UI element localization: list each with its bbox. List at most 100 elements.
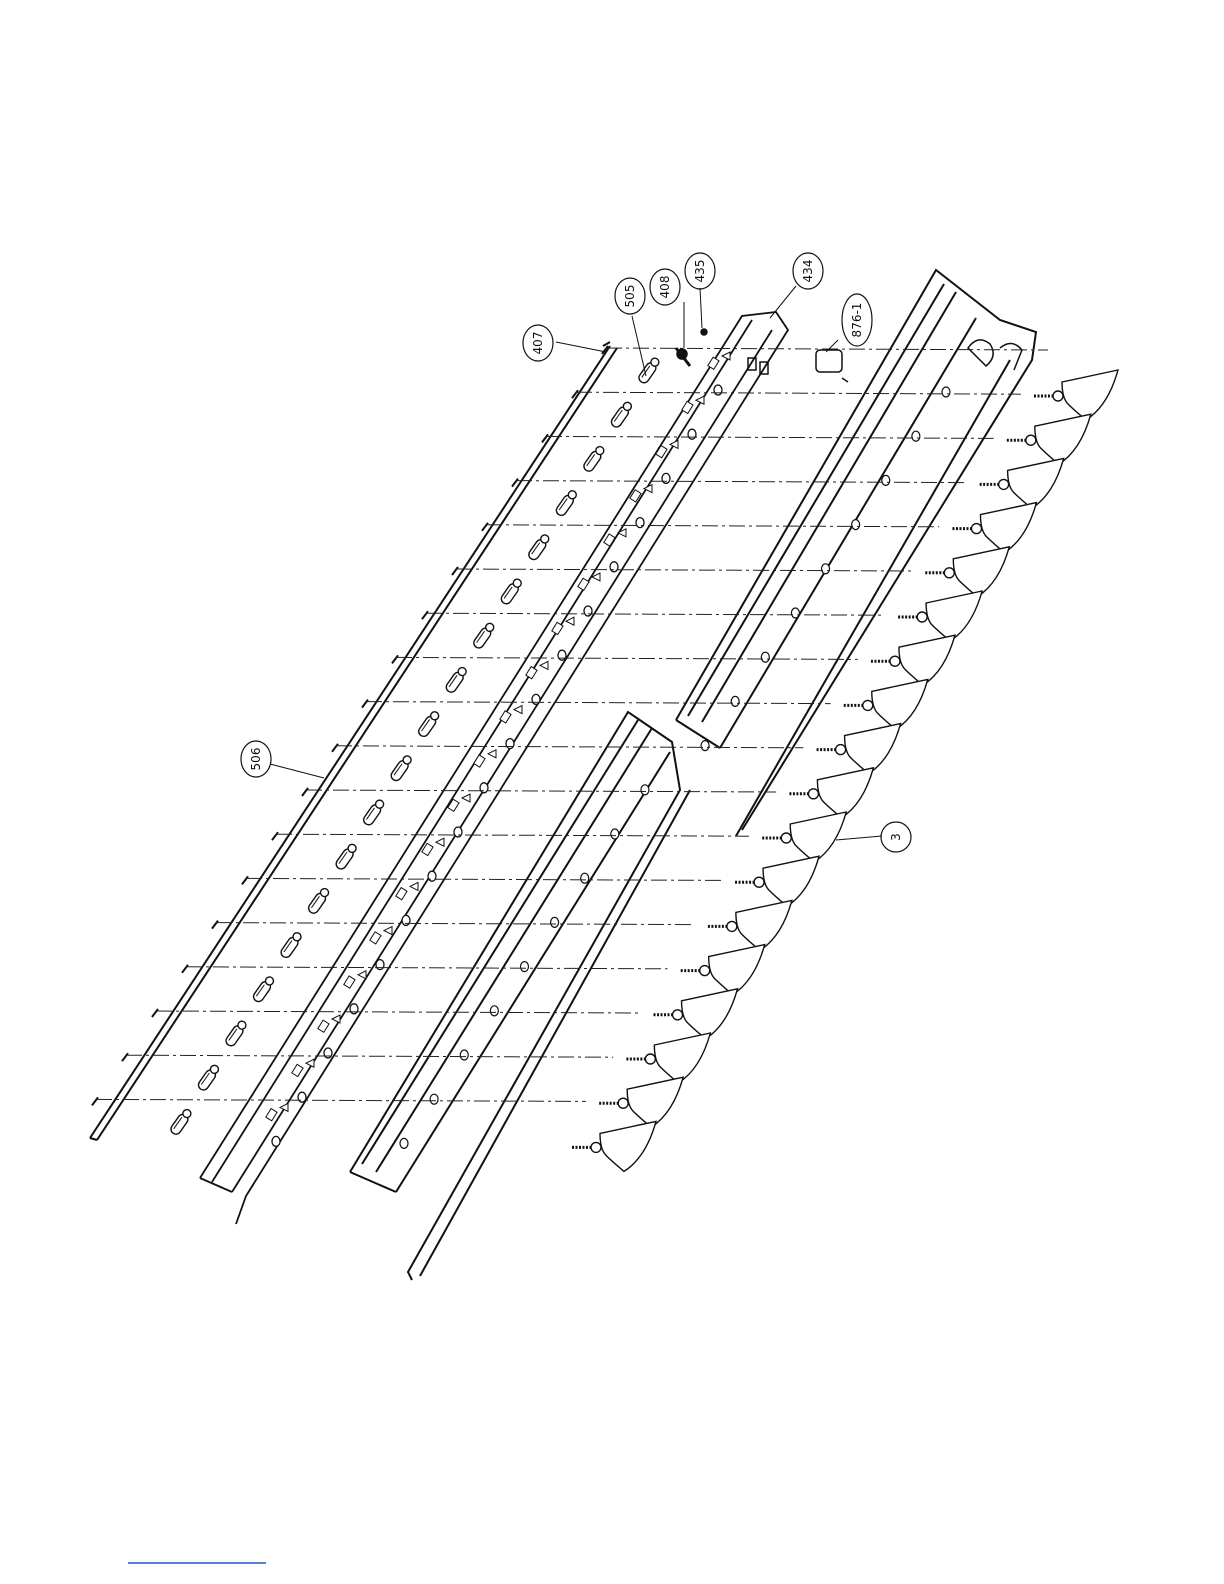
flap	[817, 724, 901, 774]
clip	[389, 754, 413, 783]
callout-876-1: 876-1	[842, 294, 872, 346]
frame-hole	[490, 1006, 498, 1016]
rail-tab	[618, 529, 626, 537]
frame-hole	[581, 873, 589, 883]
rail-tab	[514, 706, 522, 714]
callout-435-label: 435	[693, 260, 707, 283]
strip-tab	[482, 523, 488, 531]
flap	[980, 458, 1064, 508]
channel-rail	[200, 312, 788, 1224]
clip	[307, 886, 331, 915]
clip	[609, 400, 633, 429]
dash-line	[126, 1055, 613, 1057]
callout-408-label: 408	[658, 276, 672, 299]
frame-hole	[791, 608, 799, 618]
dash-line	[336, 746, 803, 748]
frame-hole	[430, 1094, 438, 1104]
callout-3-label: 3	[889, 833, 903, 841]
rail-hole	[714, 385, 722, 395]
callout-505-label: 505	[623, 285, 637, 308]
frame-hole	[611, 829, 619, 839]
rail-slot	[578, 578, 589, 590]
rail-hole	[506, 739, 514, 749]
strip-tab	[302, 788, 308, 796]
flap	[708, 900, 792, 950]
clip	[499, 577, 523, 606]
rail-tab	[384, 927, 392, 935]
dash-line	[486, 525, 939, 527]
dash-line	[396, 657, 858, 659]
flap	[626, 1033, 710, 1083]
frame-hole	[551, 917, 559, 927]
lower-frame	[350, 712, 690, 1280]
flap	[681, 945, 765, 995]
callout-435: 435	[685, 253, 715, 289]
dash-lines	[96, 348, 1048, 1101]
strip-tab	[512, 479, 518, 487]
clips	[169, 356, 661, 1136]
rail-hole	[428, 871, 436, 881]
flap	[844, 679, 928, 729]
rail-slot	[292, 1064, 303, 1076]
frame-hole	[731, 696, 739, 706]
flap	[871, 635, 955, 685]
flap	[1007, 414, 1091, 464]
rail-hole	[610, 562, 618, 572]
frame-hole	[852, 520, 860, 530]
dash-line	[216, 923, 695, 925]
flap	[952, 503, 1036, 553]
dash-line	[186, 967, 668, 969]
rail-slot	[396, 888, 407, 900]
clip	[554, 489, 578, 518]
rail-tab	[540, 661, 548, 669]
rail-tab	[722, 352, 730, 360]
strip-tab	[182, 965, 188, 973]
dash-line	[246, 878, 722, 880]
rail-slot	[370, 932, 381, 944]
frame-hole	[822, 564, 830, 574]
rail-slot	[448, 799, 459, 811]
frame-hole	[912, 431, 920, 441]
callout-408: 408	[650, 269, 680, 305]
strip-tab	[122, 1053, 128, 1061]
rail-slot	[604, 534, 615, 546]
clip	[362, 798, 386, 827]
dash-line	[366, 702, 831, 704]
flap	[1034, 370, 1118, 420]
frame-hole	[460, 1050, 468, 1060]
flaps	[572, 370, 1118, 1171]
dash-line	[276, 834, 749, 836]
callout-3: 3	[881, 822, 911, 852]
callout-506-label: 506	[249, 748, 263, 771]
callout-434-label: 434	[801, 260, 815, 283]
clip	[224, 1019, 248, 1048]
frame-hole	[761, 652, 769, 662]
rail-hole	[636, 518, 644, 528]
rail-slot	[682, 401, 693, 413]
rail-tab	[462, 794, 470, 802]
rail-slot	[474, 755, 485, 767]
clip	[582, 444, 606, 473]
strip-tab	[452, 567, 458, 575]
rail-hole	[662, 473, 670, 483]
rail-tab	[566, 617, 574, 625]
flap	[898, 591, 982, 641]
strip-tab	[332, 744, 338, 752]
rail-slot	[266, 1109, 277, 1121]
callout-434: 434	[793, 253, 823, 289]
dash-line	[576, 392, 1021, 394]
callout-leaders	[270, 286, 882, 840]
flap	[735, 856, 819, 906]
dash-line	[306, 790, 776, 792]
strip-tab	[362, 700, 368, 708]
dash-line	[96, 1099, 586, 1101]
rail-tab	[670, 440, 678, 448]
clip	[417, 710, 441, 739]
clip	[444, 665, 468, 694]
rail-hole	[454, 827, 462, 837]
flap	[572, 1121, 656, 1171]
strip-tab	[422, 611, 428, 619]
hardware-parts	[676, 329, 848, 382]
flap	[925, 547, 1009, 597]
rail-tab	[358, 971, 366, 979]
